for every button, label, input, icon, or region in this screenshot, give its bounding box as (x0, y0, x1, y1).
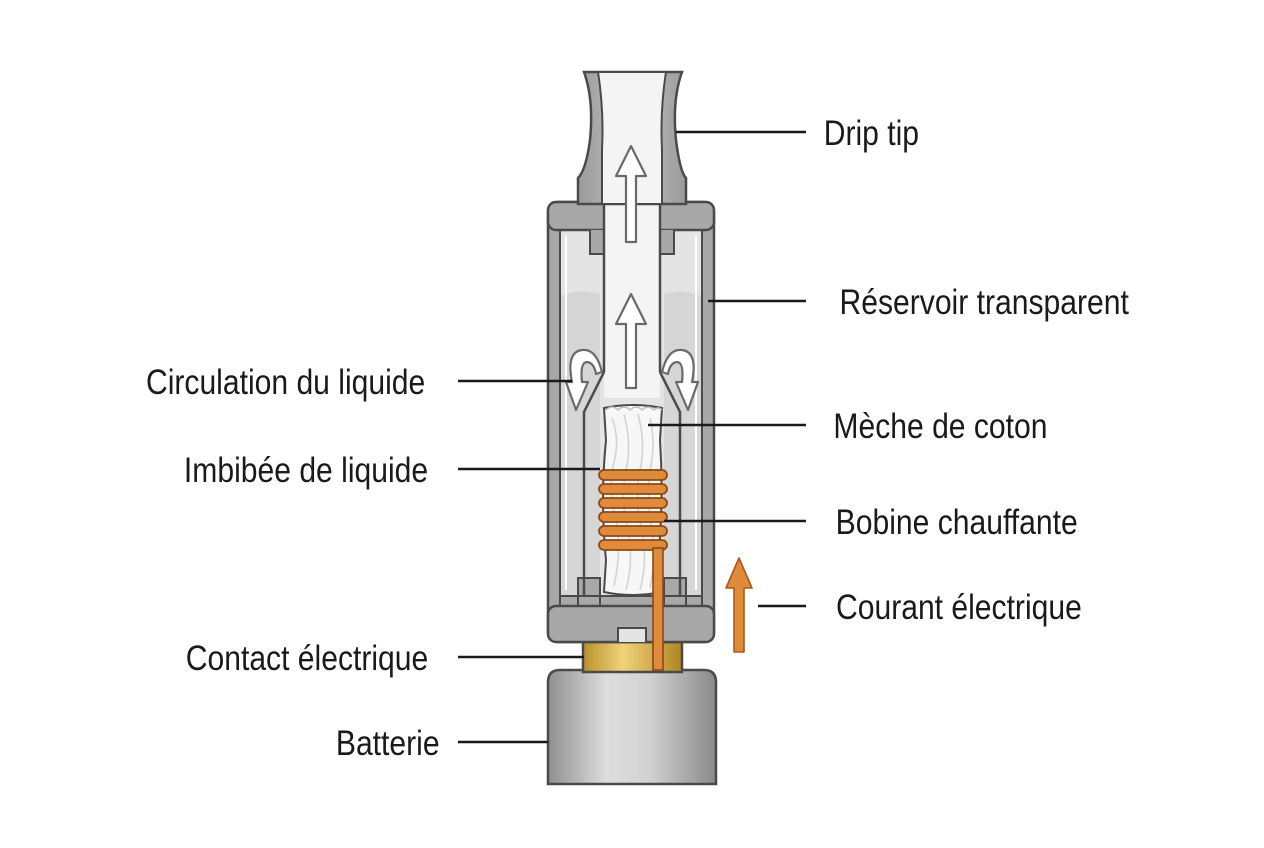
label-meche: Mèche de coton (833, 406, 1047, 446)
heating-coil (598, 469, 668, 671)
drip-tip (576, 70, 688, 206)
battery (546, 668, 718, 786)
label-circulation: Circulation du liquide (146, 362, 425, 402)
electrical-contact (581, 640, 684, 674)
label-drip-tip: Drip tip (824, 113, 919, 153)
arrow-up-icon (614, 144, 648, 244)
arrow-up-icon (614, 292, 648, 390)
label-contact: Contact électrique (186, 638, 428, 678)
label-courant: Courant électrique (836, 587, 1082, 627)
label-imbibee: Imbibée de liquide (184, 450, 428, 490)
arrow-up-icon (725, 557, 753, 653)
label-bobine: Bobine chauffante (836, 502, 1078, 542)
curved-arrow-icon (564, 348, 604, 412)
labels: Drip tip Réservoir transparent Mèche de … (146, 113, 1129, 763)
label-reservoir: Réservoir transparent (840, 282, 1129, 322)
curved-arrow-icon (660, 348, 700, 412)
label-batterie: Batterie (336, 723, 440, 763)
leader-lines (458, 130, 806, 744)
